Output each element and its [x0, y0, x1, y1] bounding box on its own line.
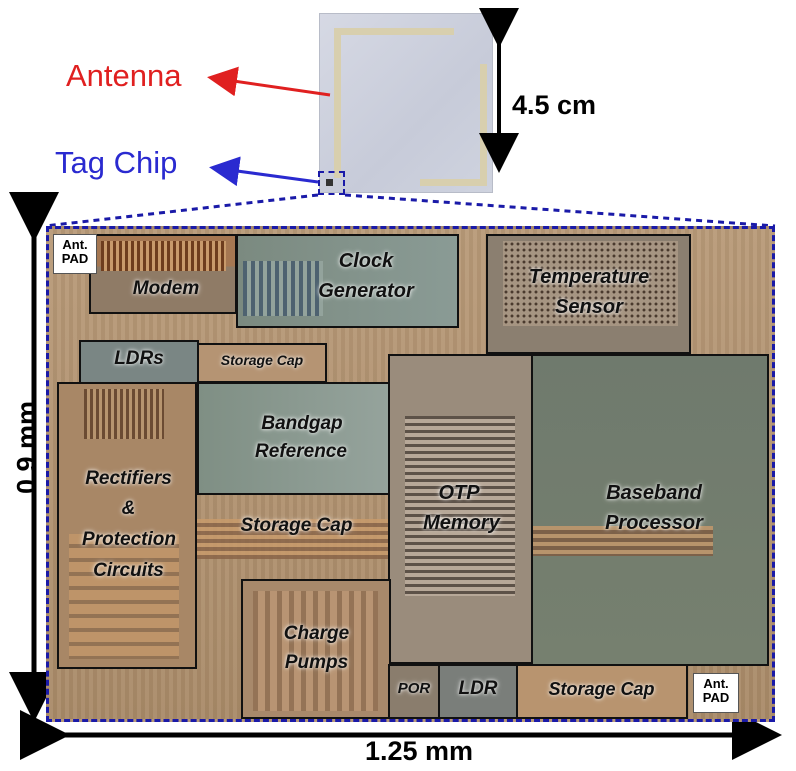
temp-label-2: Sensor — [555, 296, 623, 318]
temp-dot-texture — [503, 241, 678, 326]
antenna-label: Antenna — [66, 58, 182, 93]
clock-label-1: Clock — [338, 250, 394, 272]
rectifier-cells — [69, 534, 179, 659]
tag-chip-label: Tag Chip — [55, 145, 178, 180]
block-baseband-processor — [531, 354, 769, 666]
chip-die: Modem Clock Generator Temperature Sensor… — [46, 226, 775, 722]
otp-label-2: Memory — [423, 512, 500, 534]
tag-chip-arrow — [209, 156, 319, 187]
charge-texture — [253, 591, 378, 711]
block-clock-generator — [236, 234, 459, 328]
block-bandgap-reference — [197, 382, 390, 495]
chip-width-label: 1.25 mm — [365, 736, 474, 766]
chip-height-label: 0.9 mm — [11, 400, 42, 495]
rectifiers-label-2: & — [121, 498, 136, 519]
block-temperature-sensor — [486, 234, 691, 354]
block-modem — [89, 234, 237, 314]
tag-chip-dot — [326, 179, 333, 186]
storage-cap-bottom-label: Storage Cap — [548, 679, 655, 699]
rectifiers-label-3: Protection — [82, 529, 176, 550]
rectifiers-label-4: Circuits — [93, 560, 164, 581]
antenna-trace-top — [334, 28, 454, 35]
charge-label-2: Pumps — [284, 652, 349, 673]
ant-pad-top-left: Ant. PAD — [53, 234, 97, 274]
block-otp-memory — [388, 354, 533, 664]
pad-tl-line1: Ant. — [62, 237, 88, 252]
tag-chip-marker — [318, 171, 345, 195]
block-rectifiers — [57, 382, 197, 669]
baseband-label-1: Baseband — [606, 482, 702, 504]
rectifiers-label-1: Rectifiers — [85, 468, 172, 489]
zoom-line-right — [344, 193, 776, 228]
clock-texture — [243, 261, 323, 316]
antenna-arrow — [207, 66, 331, 97]
baseband-label-2: Processor — [605, 512, 703, 534]
otp-texture — [405, 416, 515, 596]
storage-cap-top-label: Storage Cap — [220, 352, 304, 368]
baseband-bus — [533, 526, 713, 556]
ldrs-label: LDRs — [114, 348, 164, 369]
pad-br-line1: Ant. — [703, 676, 729, 691]
antenna-trace-left — [334, 28, 341, 178]
temp-label-1: Temperature — [528, 266, 650, 288]
ldr-label: LDR — [458, 678, 498, 699]
clock-label-2: Generator — [318, 280, 414, 302]
pad-tl-line2: PAD — [61, 250, 89, 266]
modem-grid — [101, 241, 226, 271]
bandgap-label-1: Bandgap — [261, 413, 343, 434]
otp-label-1: OTP — [438, 482, 480, 504]
antenna-trace-bottom — [420, 179, 487, 186]
block-storage-cap-bottom — [516, 664, 688, 719]
block-charge-pumps — [241, 579, 391, 719]
bandgap-label-2: Reference — [255, 441, 347, 462]
ant-pad-bottom-right: Ant. PAD — [693, 673, 739, 713]
por-label: POR — [397, 680, 431, 697]
zoom-line-left — [44, 193, 319, 228]
tag-height-label: 4.5 cm — [512, 90, 597, 120]
pad-br-line2: PAD — [702, 689, 730, 705]
storage-cap-mid-label: Storage Cap — [240, 515, 353, 536]
rectifier-texture — [84, 389, 164, 439]
modem-label: Modem — [132, 278, 200, 299]
charge-label-1: Charge — [283, 623, 350, 644]
